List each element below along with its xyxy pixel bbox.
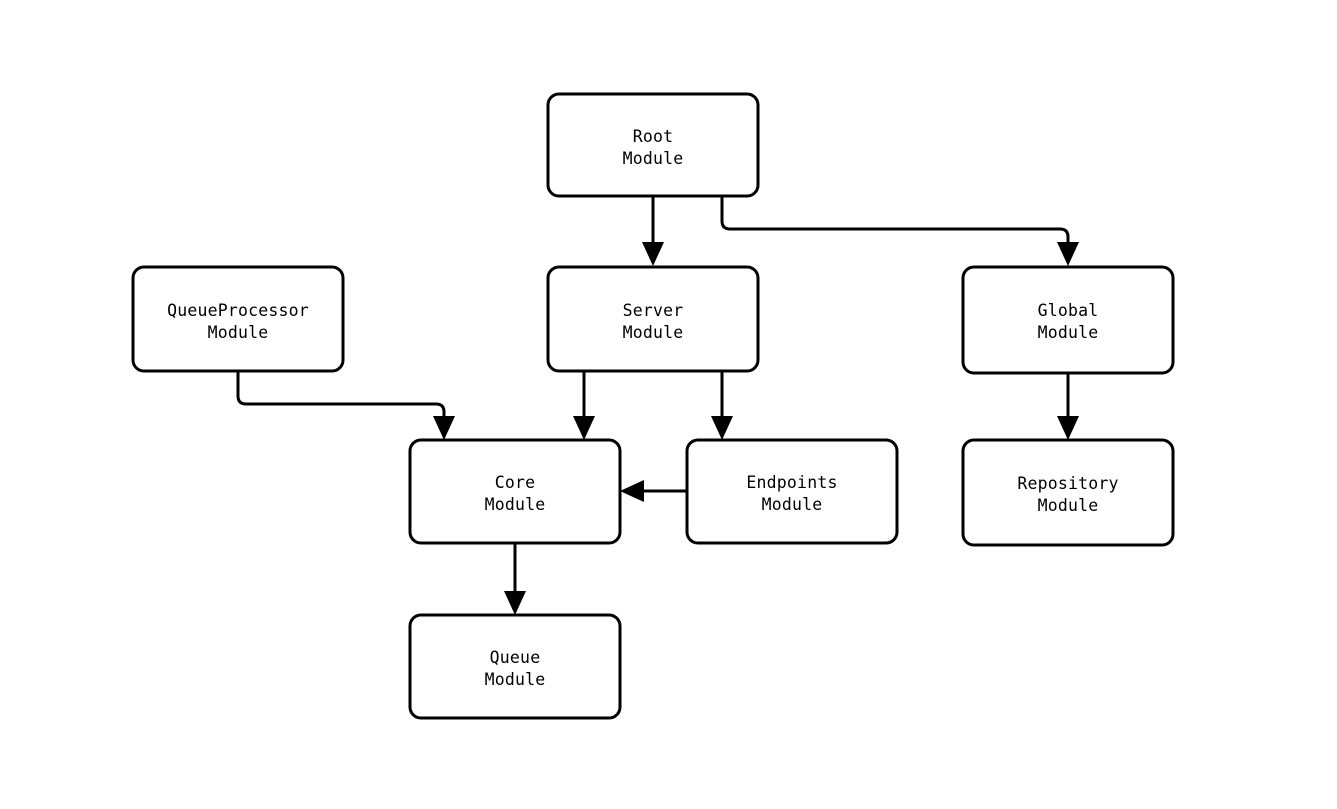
node-queueprocessor-module[interactable]: QueueProcessor Module — [131, 265, 345, 373]
node-repository-module-label-line1: Repository — [1017, 474, 1118, 493]
node-queueprocessor-module-box[interactable] — [131, 265, 345, 373]
edge-queueprocessor-core — [236, 371, 455, 440]
node-endpoints-module-box[interactable] — [685, 438, 899, 545]
node-queue-module[interactable]: Queue Module — [408, 613, 622, 720]
node-core-module-label-line2: Module — [485, 495, 546, 514]
node-queue-module-label-line2: Module — [485, 670, 546, 689]
edge-layer — [236, 196, 1079, 615]
node-core-module-label-line1: Core — [495, 473, 536, 492]
node-layer: Root Module QueueProcessor Module Server… — [131, 92, 1175, 720]
node-core-module[interactable]: Core Module — [408, 438, 622, 545]
node-root-module-box[interactable] — [546, 92, 760, 198]
node-server-module-box[interactable] — [546, 265, 760, 373]
node-global-module-label-line2: Module — [1038, 323, 1099, 342]
edge-server-core — [573, 371, 595, 440]
edge-core-queue — [504, 543, 526, 615]
node-server-module-label-line2: Module — [623, 323, 684, 342]
node-endpoints-module-label-line2: Module — [762, 495, 823, 514]
node-root-module[interactable]: Root Module — [546, 92, 760, 198]
edge-endpoints-core — [620, 480, 687, 502]
node-queueprocessor-module-label-line2: Module — [208, 323, 269, 342]
node-queueprocessor-module-label-line1: QueueProcessor — [167, 301, 309, 320]
node-repository-module-label-line2: Module — [1038, 496, 1099, 515]
node-server-module[interactable]: Server Module — [546, 265, 760, 373]
node-endpoints-module-label-line1: Endpoints — [746, 473, 837, 492]
node-global-module[interactable]: Global Module — [961, 265, 1175, 375]
edge-root-server — [642, 196, 664, 266]
node-repository-module-box[interactable] — [961, 438, 1175, 547]
node-global-module-box[interactable] — [961, 265, 1175, 375]
edge-root-global — [720, 196, 1079, 266]
node-root-module-label-line2: Module — [623, 149, 684, 168]
node-repository-module[interactable]: Repository Module — [961, 438, 1175, 547]
node-root-module-label-line1: Root — [633, 127, 674, 146]
edge-server-endpoints — [711, 371, 733, 440]
edge-global-repository — [1057, 373, 1079, 440]
node-core-module-box[interactable] — [408, 438, 622, 545]
node-queue-module-label-line1: Queue — [490, 648, 541, 667]
node-server-module-label-line1: Server — [623, 301, 684, 320]
node-queue-module-box[interactable] — [408, 613, 622, 720]
node-endpoints-module[interactable]: Endpoints Module — [685, 438, 899, 545]
node-global-module-label-line1: Global — [1038, 301, 1099, 320]
